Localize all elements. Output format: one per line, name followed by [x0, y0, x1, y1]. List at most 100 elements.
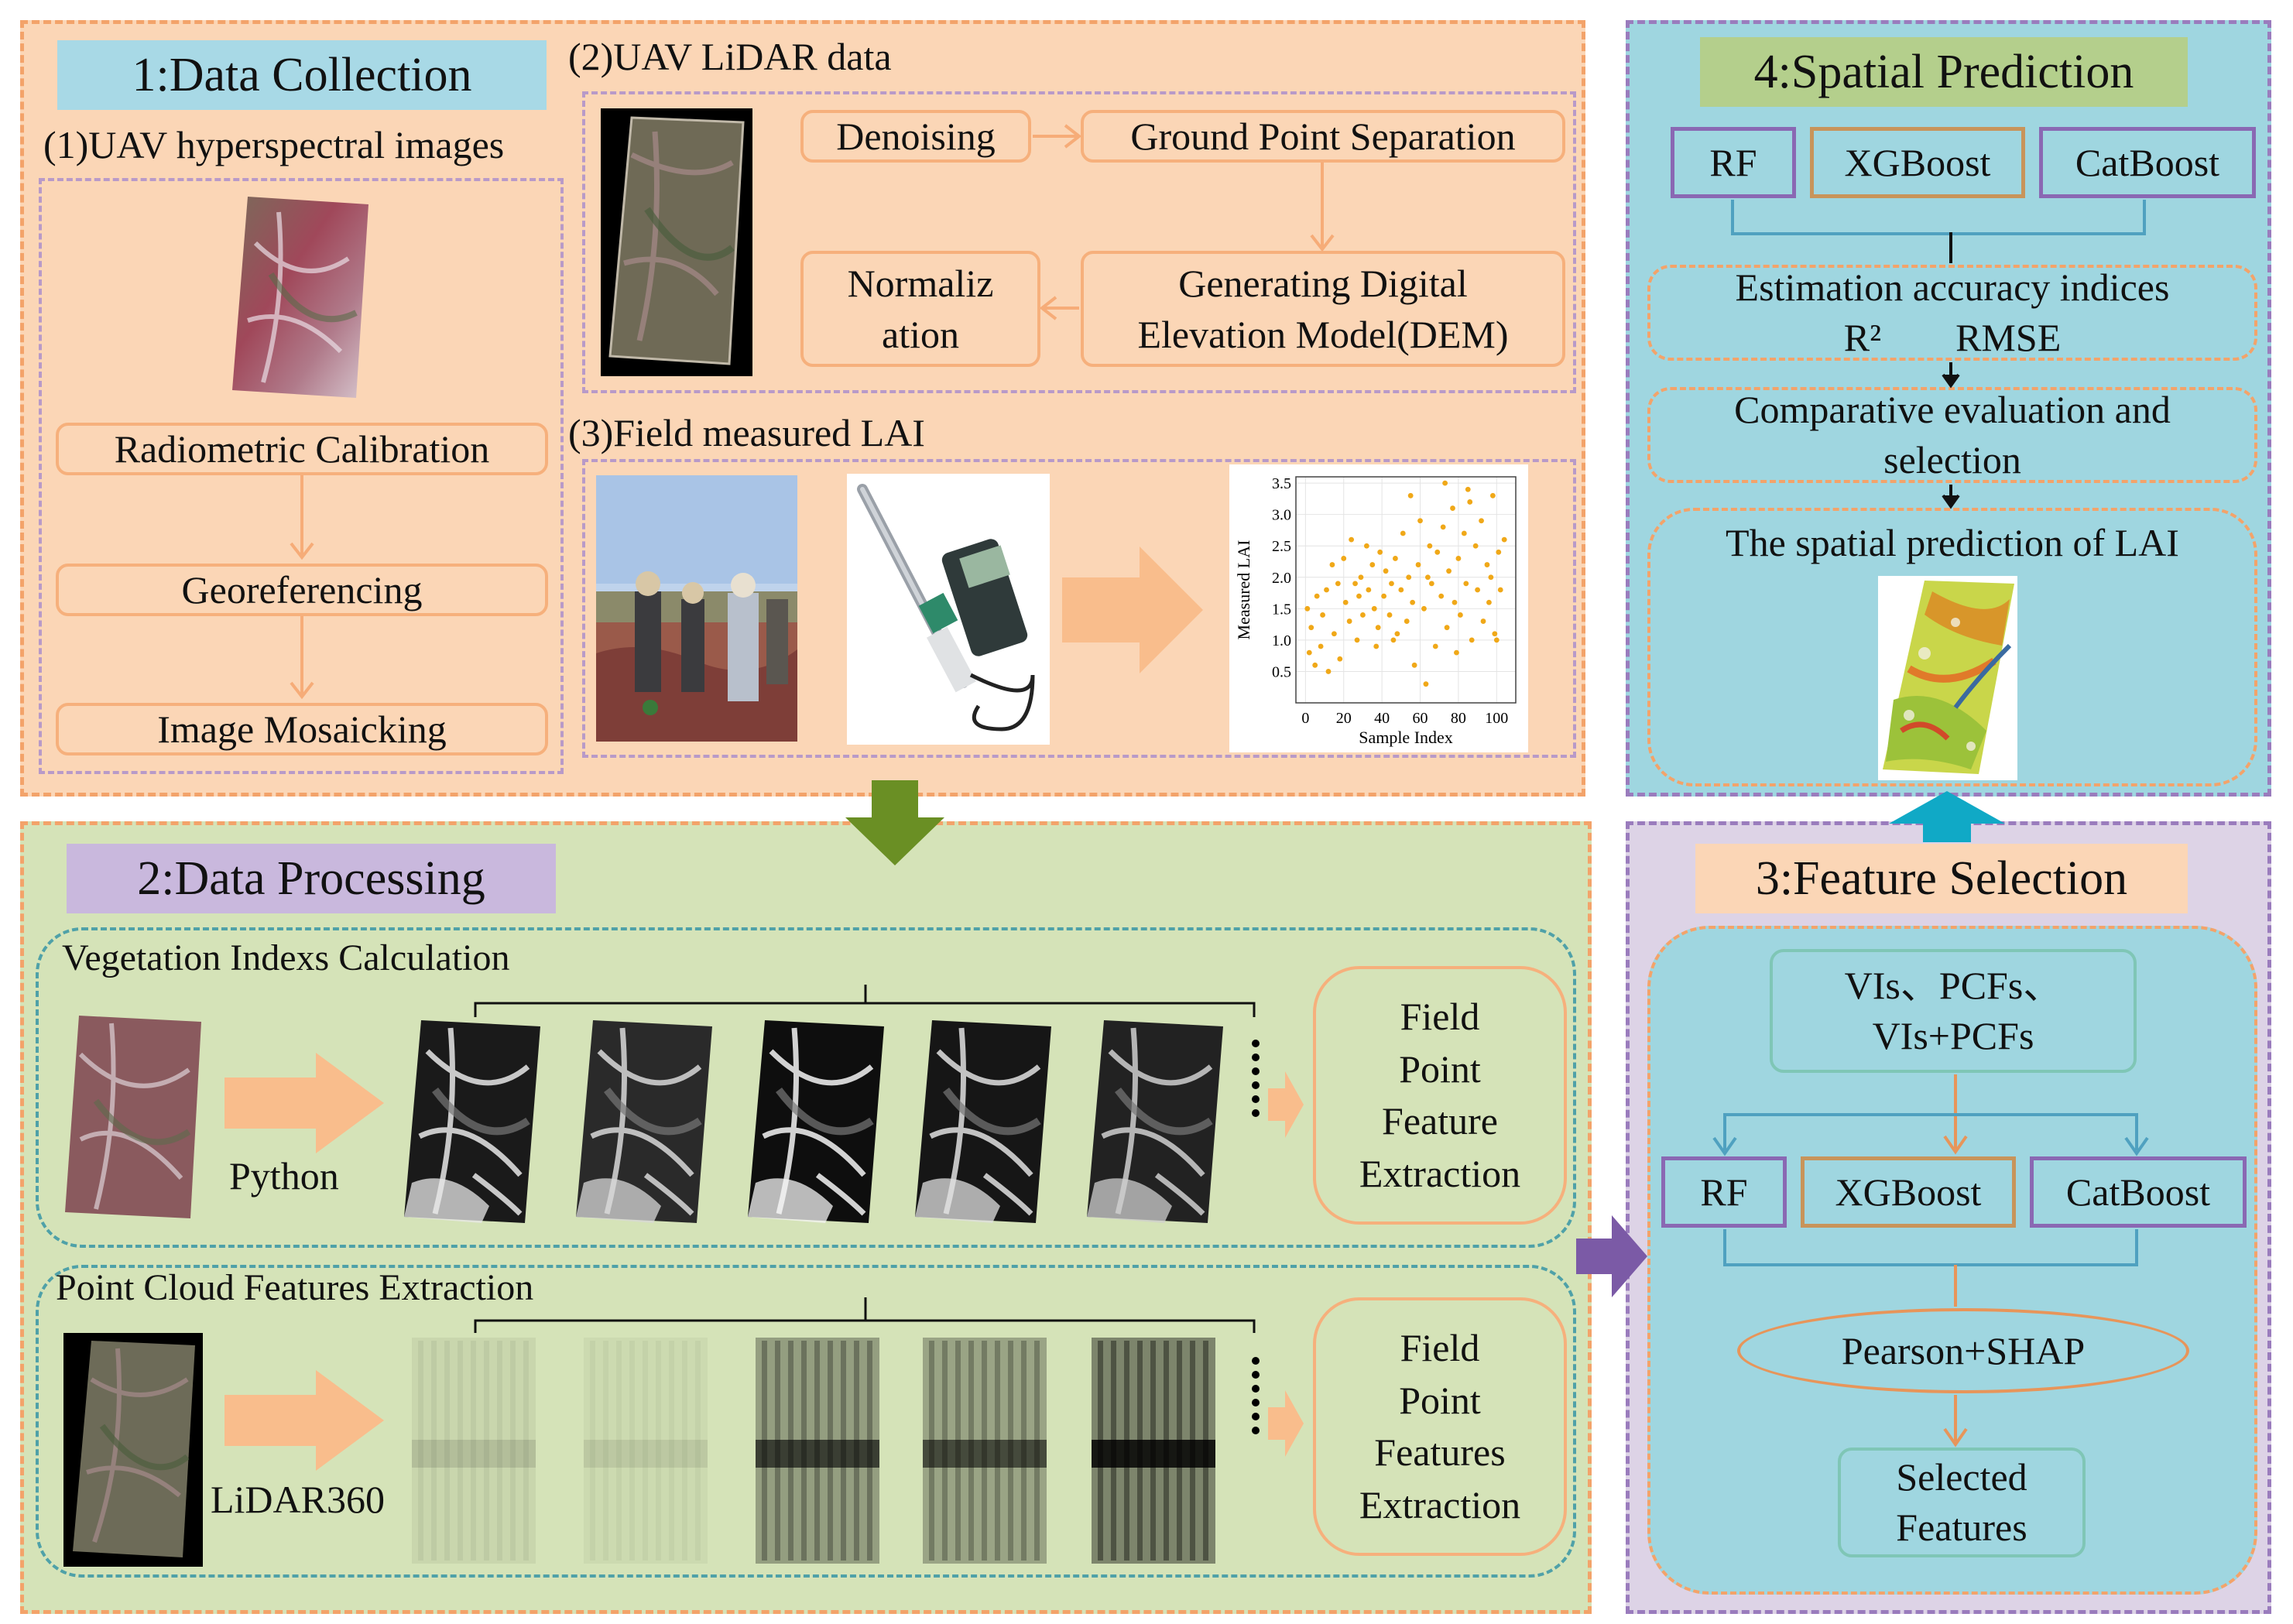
data-point [1318, 643, 1324, 649]
data-point [1446, 568, 1452, 574]
data-point [1404, 618, 1410, 624]
data-point [1467, 499, 1473, 505]
data-point [1434, 549, 1441, 555]
data-point [1421, 605, 1427, 612]
data-point [1492, 631, 1498, 637]
data-point [1472, 543, 1479, 549]
denoising-box: Denoising [800, 110, 1031, 163]
x-tick-label: 100 [1485, 710, 1508, 727]
data-point [1325, 669, 1332, 674]
vi-small-arrow [1268, 1071, 1304, 1138]
field-lai-title: (3)Field measured LAI [568, 411, 925, 454]
data-point [1428, 581, 1434, 587]
data-point [1444, 625, 1450, 631]
vi-map-3 [748, 1020, 884, 1223]
data-point [1341, 556, 1347, 561]
pcf-ellipsis [1248, 1355, 1263, 1449]
comparative-evaluation-box: Comparative evaluation and selection [1647, 387, 2257, 483]
data-point [1369, 562, 1376, 567]
y-tick-label: 1.0 [1272, 632, 1291, 649]
data-point [1486, 599, 1492, 605]
y-tick-label: 1.5 [1272, 601, 1291, 618]
vi-map-5 [1087, 1020, 1223, 1223]
spatial-prediction-box [1647, 508, 2257, 786]
accuracy-line-1: Estimation accuracy indices [1735, 266, 2170, 309]
data-point [1377, 549, 1383, 555]
data-point [1349, 536, 1355, 543]
data-point [1488, 574, 1494, 581]
lidar360-label: LiDAR360 [211, 1478, 385, 1521]
pointcloud-input-image [63, 1333, 203, 1567]
data-point [1452, 599, 1458, 605]
vegetation-title: Vegetation Indexs Calculation [62, 937, 510, 978]
data-point [1375, 625, 1381, 631]
sp-rf-box: RF [1671, 127, 1796, 198]
data-point [1390, 637, 1397, 643]
lidar-image [601, 108, 752, 376]
lai-prediction-map [1878, 576, 2017, 780]
normalization-box: Normaliz ation [800, 251, 1040, 367]
x-tick-label: 40 [1374, 710, 1390, 727]
data-point [1407, 492, 1414, 499]
data-point [1425, 574, 1431, 581]
field-lai-group [582, 459, 1576, 758]
pointcloud-group [36, 1265, 1576, 1578]
y-tick-label: 2.0 [1272, 570, 1291, 587]
x-axis-label: Sample Index [1359, 728, 1453, 747]
x-tick-label: 0 [1301, 710, 1309, 727]
sp-xgboost-box: XGBoost [1810, 127, 2025, 198]
data-point [1393, 556, 1398, 561]
data-point [1308, 625, 1314, 631]
r2-label: R² [1843, 316, 1882, 359]
data-point [1386, 612, 1393, 618]
lai-big-arrow [1062, 546, 1203, 673]
data-point [1454, 649, 1459, 656]
vi-result-line-3: Feature [1382, 1099, 1498, 1143]
data-point [1358, 574, 1364, 581]
feature-input-line-1: VIs、PCFs、 [1844, 964, 2062, 1007]
pcf-result-line-4: Extraction [1359, 1482, 1521, 1526]
pcf-result-line-2: Point [1399, 1378, 1481, 1422]
data-point [1406, 574, 1412, 581]
vi-map-2 [576, 1020, 712, 1223]
data-processing-title: 2:Data Processing [67, 844, 556, 913]
data-point [1469, 637, 1475, 643]
data-point [1354, 637, 1360, 643]
hyperspectral-group [39, 178, 564, 774]
data-point [1306, 649, 1312, 656]
lidar-title: (2)UAV LiDAR data [568, 35, 892, 78]
y-axis-label: Measured LAI [1234, 540, 1253, 640]
data-point [1496, 549, 1502, 555]
data-point [1320, 612, 1325, 618]
field-photo [596, 475, 797, 742]
data-point [1324, 587, 1329, 593]
data-point [1312, 662, 1318, 668]
data-point [1383, 568, 1389, 574]
data-point [1501, 536, 1507, 543]
data-point [1475, 587, 1481, 593]
data-point [1415, 562, 1421, 567]
data-point [1381, 593, 1386, 599]
data-point [1314, 593, 1320, 599]
x-tick-label: 60 [1413, 710, 1428, 727]
data-point [1352, 581, 1358, 587]
radiometric-calibration-box: Radiometric Calibration [56, 423, 548, 475]
data-point [1304, 605, 1311, 612]
data-point [1342, 599, 1349, 605]
data-point [1331, 631, 1337, 637]
data-point [1450, 505, 1455, 511]
data-point [1427, 543, 1433, 549]
feature-input-line-2: VIs+PCFs [1872, 1014, 2034, 1057]
data-collection-title: 1:Data Collection [57, 40, 547, 110]
data-point [1440, 524, 1446, 530]
dem-line-2: Elevation Model(DEM) [1137, 313, 1509, 356]
accuracy-indices-box: Estimation accuracy indices R² RMSE [1647, 265, 2257, 361]
data-point [1371, 605, 1377, 612]
data-point [1389, 581, 1394, 587]
data-point [1497, 587, 1503, 593]
data-point [1366, 587, 1372, 593]
python-label: Python [229, 1154, 339, 1197]
data-point [1400, 530, 1406, 536]
